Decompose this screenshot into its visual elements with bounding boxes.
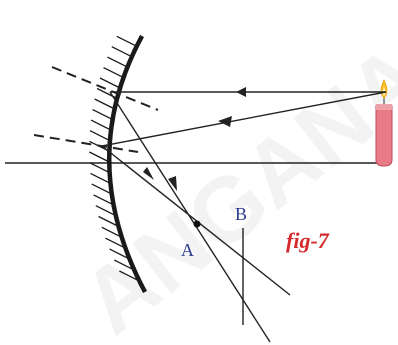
mirror-hatch-mark: [114, 259, 135, 271]
mirror-hatch-mark: [92, 109, 113, 121]
mirror-hatch-mark: [90, 119, 112, 131]
incident-arrow-2: [218, 116, 232, 127]
incident-ray-2: [101, 91, 387, 147]
reflected-ray-2: [101, 145, 291, 296]
mirror-hatch-mark: [96, 87, 118, 100]
mirror-hatch-mark: [111, 46, 133, 58]
mirror-hatch-mark: [99, 77, 121, 89]
reflected-arrow-2: [143, 167, 154, 180]
mirror-hatch-mark: [95, 205, 117, 217]
label-b: B: [235, 204, 247, 224]
mirror-hatch-mark: [105, 237, 126, 249]
incident-rays: [101, 87, 387, 147]
mirror-hatch-mark: [98, 215, 119, 228]
point-a: [193, 220, 201, 228]
mirror-hatch-mark: [109, 248, 130, 260]
normal-1: [51, 66, 159, 111]
concave-mirror: [89, 34, 147, 294]
normals: [33, 66, 159, 153]
mirror-hatch-mark: [90, 172, 111, 184]
figure-caption: fig-7: [286, 228, 330, 253]
mirror-hatch-mark: [116, 35, 137, 47]
mirror-hatch-mark: [93, 194, 114, 206]
mirror-hatch-mark: [89, 130, 111, 142]
mirror-hatch-mark: [103, 67, 124, 79]
mirror-hatch-mark: [101, 226, 123, 238]
label-a: A: [181, 240, 194, 260]
mirror-hatch-mark: [107, 56, 128, 68]
mirror-hatch-mark: [94, 98, 115, 110]
normal-2: [33, 134, 139, 153]
mirror-hatch-mark: [119, 270, 140, 282]
mirror-hatch-mark: [91, 183, 113, 195]
mirror-hatch-mark: [89, 151, 110, 163]
mirror-hatch-marks: [89, 35, 140, 282]
reflected-arrow-1: [168, 176, 177, 191]
candle-object: [375, 79, 393, 167]
incident-arrow-1: [236, 87, 246, 97]
mirror-hatch-mark: [89, 162, 110, 174]
